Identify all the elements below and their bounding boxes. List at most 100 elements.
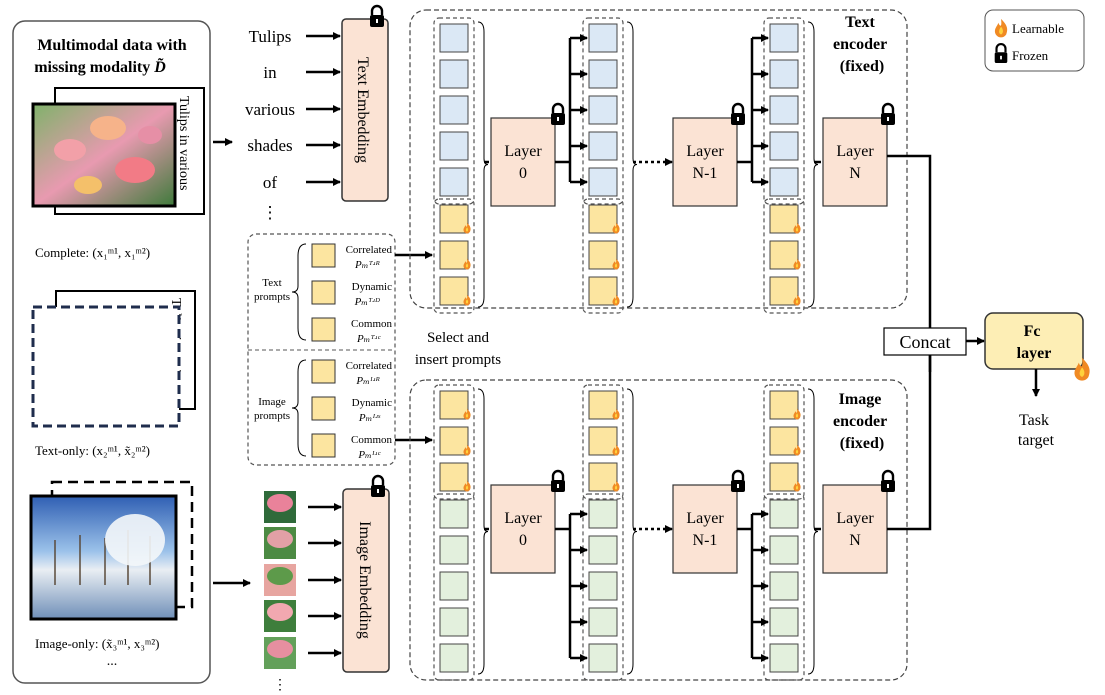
text-token-box xyxy=(588,167,618,197)
text-token-box xyxy=(769,59,799,89)
text-token-box xyxy=(439,59,469,89)
prompt-token xyxy=(769,426,799,456)
layer-box xyxy=(672,484,738,574)
image-token-box xyxy=(439,535,469,565)
prompt-square xyxy=(311,317,336,342)
prompt-token xyxy=(769,204,799,234)
imageonly-label: Image-only: (x̃₃ᵐ¹, x₃ᵐ²) xyxy=(35,636,160,651)
prompt-token xyxy=(588,276,618,306)
layer-box xyxy=(490,117,556,207)
patch-detail xyxy=(267,567,293,585)
image-token-box xyxy=(439,499,469,529)
prompt-symbol: Pₘᴵʴˢ xyxy=(358,412,381,424)
image-embedding-box xyxy=(342,488,390,673)
text-token-box xyxy=(769,23,799,53)
token-group-box xyxy=(433,17,475,205)
text-token-box xyxy=(439,131,469,161)
text-token: of xyxy=(263,173,278,192)
fc-layer-box xyxy=(984,312,1084,370)
lock-icon xyxy=(729,469,747,494)
textonly-label: Text-only: (x₂ᵐ¹, x̃₂ᵐ²) xyxy=(35,443,150,458)
text-token-box xyxy=(769,95,799,125)
concat-label: Concat xyxy=(900,332,951,352)
image-token-box xyxy=(588,607,618,637)
prompt-group-box xyxy=(582,384,624,500)
prompt-name: Dynamic xyxy=(352,281,392,293)
text-prompts-brace xyxy=(291,243,307,341)
image-patches xyxy=(264,491,342,669)
image-token-box xyxy=(588,643,618,673)
text-embedding-box xyxy=(341,18,389,202)
layer-box xyxy=(490,484,556,574)
image-token-box xyxy=(769,643,799,673)
legend-learnable: Learnable xyxy=(1012,21,1064,36)
legend-box xyxy=(984,9,1085,72)
lock-icon xyxy=(549,102,567,127)
patch-detail xyxy=(267,530,293,548)
prompt-token xyxy=(439,204,469,234)
prompt-token xyxy=(769,462,799,492)
text-token-box xyxy=(588,131,618,161)
prompt-token xyxy=(769,240,799,270)
prompt-name: Dynamic xyxy=(352,397,392,409)
image-token-box xyxy=(439,643,469,673)
prompt-square xyxy=(311,243,336,268)
prompt-group-box xyxy=(582,198,624,314)
image-token-box xyxy=(588,535,618,565)
text-token-box xyxy=(588,59,618,89)
prompt-items: CorrelatedPₘᵀʴᴿDynamicPₘᵀʴᴰCommonPₘᵀʴᶜCo… xyxy=(311,243,433,461)
image-token-box xyxy=(769,535,799,565)
legend-frozen: Frozen xyxy=(1012,48,1049,63)
token-brace xyxy=(477,388,489,675)
prompt-name: Correlated xyxy=(346,244,393,256)
prompt-group-box xyxy=(763,198,805,314)
lock-icon xyxy=(549,469,567,494)
image-token-box xyxy=(588,499,618,529)
prompt-group-box xyxy=(433,384,475,500)
panel-ellipsis: ... xyxy=(107,654,118,669)
prompt-name: Common xyxy=(351,318,392,330)
patch-detail xyxy=(267,640,293,658)
token-group-box xyxy=(433,493,475,681)
prompt-token xyxy=(439,276,469,306)
prompt-square xyxy=(311,433,336,458)
fc-layer-label: Fc layer xyxy=(1017,323,1052,362)
text-encoder-box xyxy=(409,9,908,309)
text-to-concat-line xyxy=(887,154,932,372)
prompt-group-box xyxy=(433,198,475,314)
patch-detail xyxy=(267,603,293,621)
text-encoder-title: Text encoder (fixed) xyxy=(833,14,891,75)
prompt-token xyxy=(588,204,618,234)
token-brace xyxy=(477,21,489,308)
panel-title-line2: missing modality D̃ xyxy=(34,57,166,76)
layer-box xyxy=(672,117,738,207)
lock-icon xyxy=(879,469,897,494)
prompt-token xyxy=(588,426,618,456)
image-token-box xyxy=(769,499,799,529)
tulip-shapes xyxy=(54,116,162,194)
text-token: ⋮ xyxy=(262,203,279,222)
lock-icon xyxy=(368,4,386,29)
text-token-box xyxy=(439,95,469,125)
prompt-symbol: Pₘᵀʴᴿ xyxy=(354,259,380,271)
panel-title-line1: Multimodal data with xyxy=(37,37,186,54)
token-brace xyxy=(626,21,638,308)
image-to-concat-line xyxy=(887,352,932,531)
lock-icon xyxy=(729,102,747,127)
token-brace xyxy=(626,388,638,675)
layer-box xyxy=(822,117,888,207)
text-token-box xyxy=(439,167,469,197)
image-encoder-box xyxy=(409,379,908,681)
text-token: in xyxy=(263,63,277,82)
